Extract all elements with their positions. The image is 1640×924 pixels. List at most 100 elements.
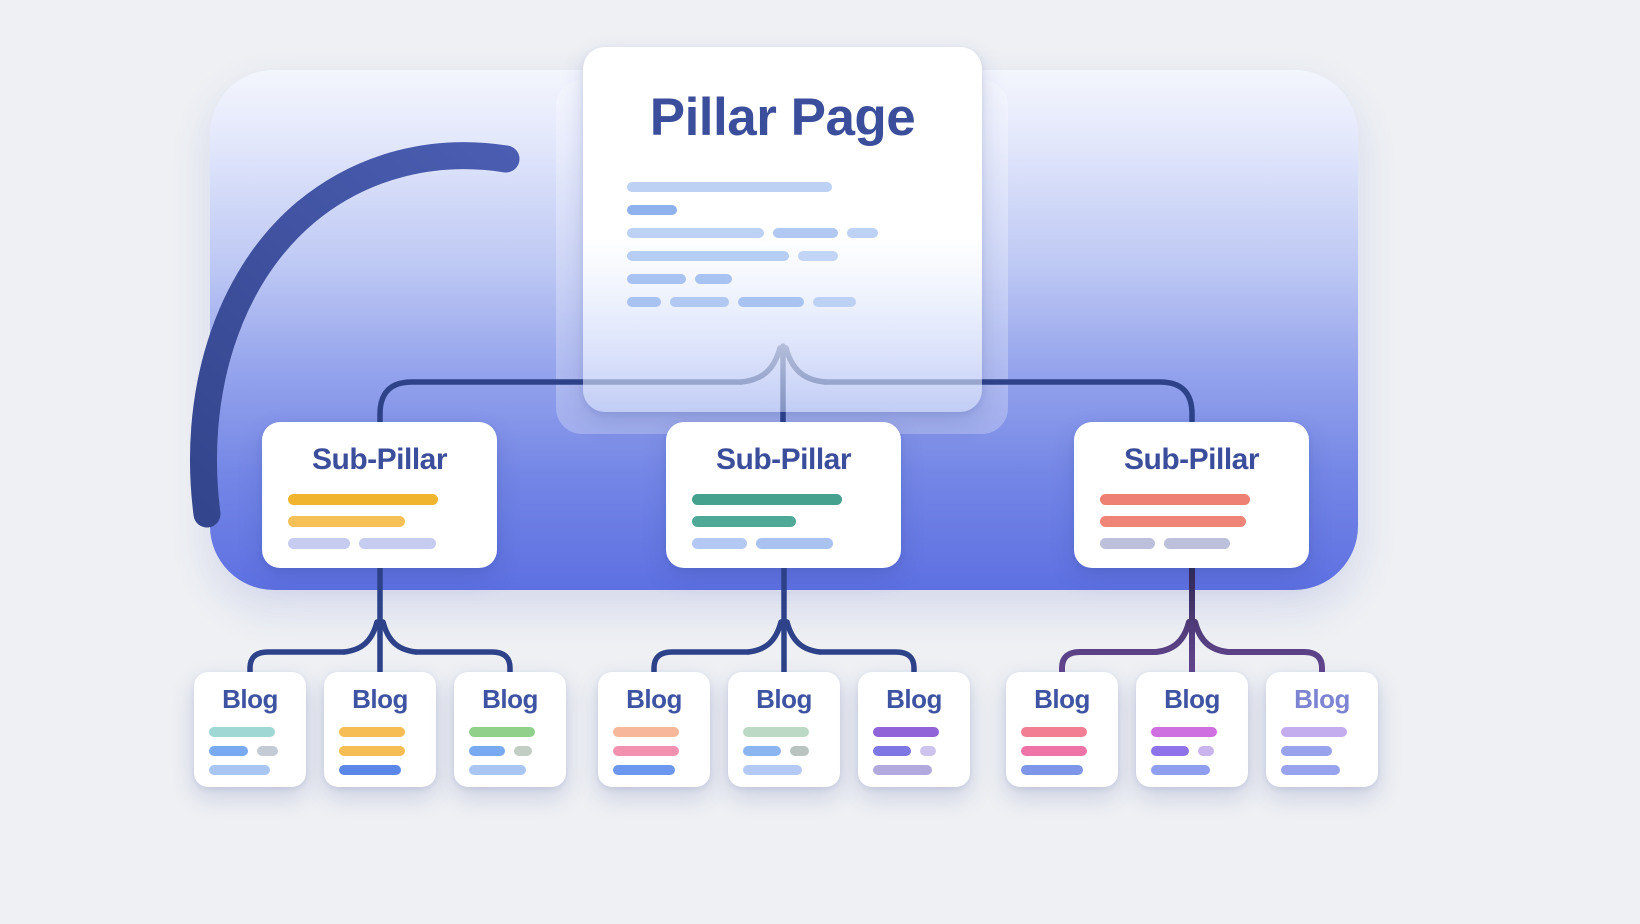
- placeholder-line: [1100, 516, 1247, 527]
- text-placeholder-lines: [692, 494, 875, 549]
- placeholder-row: [1021, 727, 1103, 737]
- placeholder-line: [627, 182, 833, 192]
- placeholder-line: [1151, 765, 1211, 775]
- placeholder-row: [1100, 538, 1283, 549]
- text-placeholder-lines: [339, 727, 421, 775]
- placeholder-line: [339, 765, 402, 775]
- sub-pillar-1-title: Sub-Pillar: [311, 443, 448, 476]
- placeholder-row: [1281, 746, 1363, 756]
- placeholder-row: [743, 765, 825, 775]
- blog-title: Blog: [756, 684, 812, 714]
- placeholder-row: [627, 205, 938, 215]
- placeholder-line: [288, 494, 439, 505]
- placeholder-row: [469, 727, 551, 737]
- placeholder-line: [743, 727, 809, 737]
- blog-card-6: Blog: [858, 672, 970, 787]
- text-placeholder-lines: [627, 182, 938, 307]
- placeholder-line: [613, 765, 676, 775]
- placeholder-line: [670, 297, 730, 307]
- placeholder-row: [743, 746, 825, 756]
- curved-arrow-icon: [189, 142, 520, 528]
- placeholder-line: [627, 274, 687, 284]
- sub-pillar-card-2: Sub-Pillar: [666, 422, 901, 568]
- blog-card-9: Blog: [1266, 672, 1378, 787]
- placeholder-line: [738, 297, 804, 307]
- placeholder-line: [627, 228, 764, 238]
- placeholder-row: [1281, 765, 1363, 775]
- placeholder-line: [1281, 727, 1347, 737]
- placeholder-row: [469, 746, 551, 756]
- placeholder-line: [873, 746, 911, 756]
- placeholder-row: [339, 727, 421, 737]
- sub-pillar-card-1: Sub-Pillar: [262, 422, 497, 568]
- blog-title: Blog: [1294, 684, 1350, 714]
- text-placeholder-lines: [873, 727, 955, 775]
- placeholder-row: [692, 516, 875, 527]
- placeholder-line: [1151, 746, 1189, 756]
- placeholder-line: [613, 727, 679, 737]
- placeholder-row: [627, 274, 938, 284]
- placeholder-line: [469, 746, 506, 756]
- placeholder-row: [627, 251, 938, 261]
- placeholder-line: [257, 746, 278, 756]
- placeholder-row: [209, 765, 291, 775]
- placeholder-line: [692, 516, 797, 527]
- blog-card-8: Blog: [1136, 672, 1248, 787]
- blog-title: Blog: [886, 684, 942, 714]
- placeholder-line: [1151, 727, 1217, 737]
- placeholder-line: [1197, 746, 1215, 756]
- blog-title: Blog: [482, 684, 538, 714]
- placeholder-row: [288, 538, 471, 549]
- placeholder-line: [1021, 765, 1084, 775]
- text-placeholder-lines: [209, 727, 291, 775]
- placeholder-row: [692, 538, 875, 549]
- placeholder-line: [339, 727, 405, 737]
- placeholder-line: [1100, 494, 1251, 505]
- placeholder-line: [692, 538, 747, 549]
- blog-card-3: Blog: [454, 672, 566, 787]
- placeholder-row: [1021, 765, 1103, 775]
- sub-pillar-2-title: Sub-Pillar: [715, 443, 852, 476]
- placeholder-row: [873, 765, 955, 775]
- placeholder-line: [209, 765, 270, 775]
- placeholder-row: [1151, 765, 1233, 775]
- text-placeholder-lines: [613, 727, 695, 775]
- placeholder-row: [873, 727, 955, 737]
- placeholder-line: [209, 746, 249, 756]
- placeholder-line: [1100, 538, 1155, 549]
- placeholder-line: [359, 538, 437, 549]
- placeholder-line: [339, 746, 405, 756]
- placeholder-row: [873, 746, 955, 756]
- placeholder-row: [1100, 516, 1283, 527]
- placeholder-line: [469, 765, 527, 775]
- placeholder-line: [288, 538, 351, 549]
- blog-card-7: Blog: [1006, 672, 1118, 787]
- placeholder-row: [1151, 746, 1233, 756]
- placeholder-row: [209, 746, 291, 756]
- text-placeholder-lines: [1151, 727, 1233, 775]
- placeholder-line: [1021, 746, 1087, 756]
- placeholder-line: [209, 727, 275, 737]
- placeholder-line: [743, 765, 803, 775]
- placeholder-line: [1163, 538, 1230, 549]
- placeholder-row: [613, 765, 695, 775]
- placeholder-line: [692, 494, 843, 505]
- sub-pillar-1-branch-lines: [247, 563, 513, 679]
- text-placeholder-lines: [1021, 727, 1103, 775]
- placeholder-row: [288, 494, 471, 505]
- placeholder-row: [1021, 746, 1103, 756]
- placeholder-line: [1281, 746, 1332, 756]
- placeholder-row: [1151, 727, 1233, 737]
- text-placeholder-lines: [1100, 494, 1283, 549]
- placeholder-row: [627, 297, 938, 307]
- placeholder-line: [627, 297, 662, 307]
- placeholder-line: [695, 274, 733, 284]
- sub-pillar-card-3: Sub-Pillar: [1074, 422, 1309, 568]
- blog-title: Blog: [1164, 684, 1220, 714]
- pillar-page-card: Pillar Page: [583, 47, 982, 412]
- pillar-page-title: Pillar Page: [649, 88, 916, 147]
- placeholder-line: [288, 516, 406, 527]
- placeholder-row: [613, 746, 695, 756]
- text-placeholder-lines: [1281, 727, 1363, 775]
- sub-pillar-3-branch-lines: [1059, 563, 1325, 679]
